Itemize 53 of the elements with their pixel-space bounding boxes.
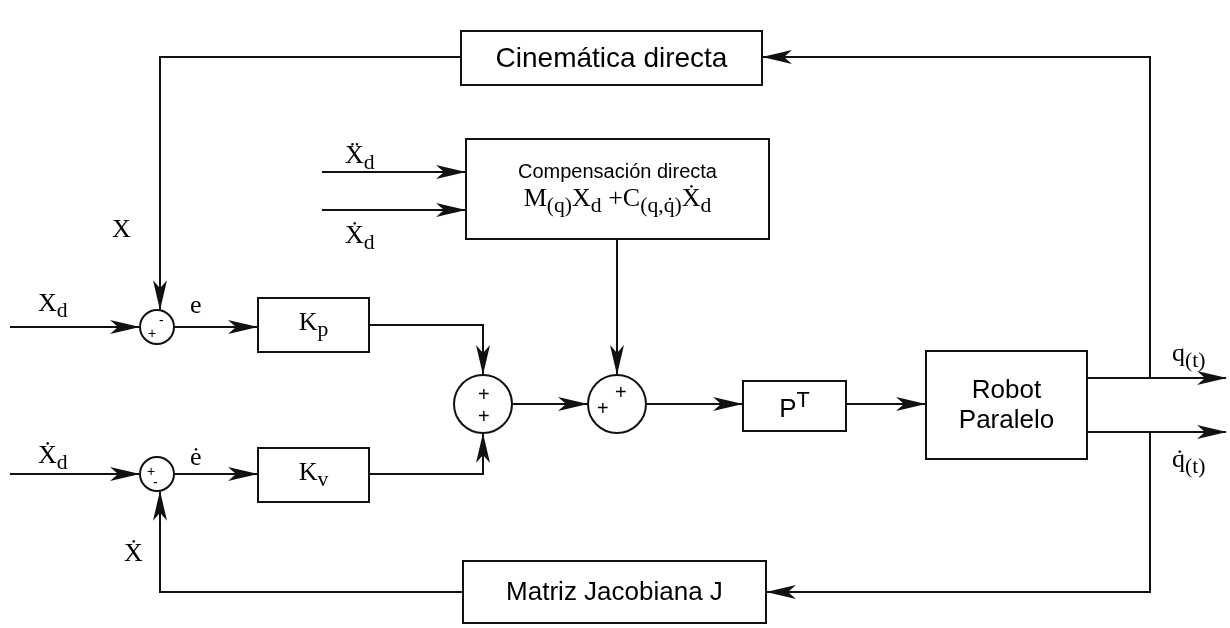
signal-label: ė — [190, 444, 202, 470]
block-box — [462, 560, 767, 624]
signal-label: Ẋ$_{d}$ — [38, 442, 68, 474]
signal-label: q$_{(t)}$ — [1172, 340, 1206, 372]
signal-arrow — [321, 165, 466, 179]
signal-arrow — [766, 431, 1151, 599]
signal-arrow — [846, 397, 926, 411]
summing-junction — [453, 374, 513, 434]
signal-arrow — [174, 467, 258, 481]
block-box — [257, 447, 370, 503]
block-label: Matriz Jacobiana J — [506, 577, 723, 607]
signal-arrow — [762, 50, 1151, 379]
block-box — [465, 138, 770, 240]
block-label: Compensación directa — [518, 159, 717, 183]
block-label: P$^{T}$ — [779, 388, 810, 424]
signal-label: e — [190, 292, 202, 318]
sign-symbol: + — [478, 384, 490, 404]
sign-symbol: + — [615, 382, 627, 402]
block-box — [742, 380, 847, 432]
block-label: Robot Paralelo — [957, 375, 1056, 435]
signal-arrow — [174, 320, 258, 334]
signal-arrow — [321, 203, 466, 217]
summing-junction — [587, 374, 647, 434]
sign-symbol: + — [478, 406, 490, 426]
block-label: M$_{(q)}$X$_{d}$ +C$_{(q,q̇)}$Ẋ$_{d}$ — [523, 182, 712, 219]
signal-label: Ẍ$_{d}$ — [345, 142, 375, 174]
sign-symbol: + — [147, 464, 156, 478]
signal-arrow — [512, 397, 588, 411]
signal-arrow — [369, 433, 490, 475]
sign-symbol: - — [159, 313, 164, 327]
signal-arrow — [646, 397, 743, 411]
sign-symbol: + — [597, 398, 609, 418]
signal-label: Ẋ — [124, 540, 143, 566]
block-label: K$_{p}$ — [298, 307, 329, 343]
signal-arrow — [610, 239, 624, 375]
signal-arrow — [369, 324, 490, 375]
block-box — [460, 30, 763, 86]
signal-label: Ẋ$_{d}$ — [345, 222, 375, 254]
block-label: Cinemática directa — [495, 41, 728, 75]
sign-symbol: + — [148, 326, 157, 340]
summing-junction — [139, 456, 175, 492]
block-box — [925, 350, 1088, 460]
sign-symbol: - — [153, 475, 158, 489]
summing-junction — [139, 309, 175, 345]
block-box — [257, 297, 370, 353]
signal-label: q̇$_{(t)}$ — [1172, 446, 1206, 478]
signal-arrow — [153, 490, 463, 593]
signal-arrow — [9, 467, 140, 481]
block-label: K$_{v}$ — [298, 457, 329, 493]
signal-arrow — [9, 320, 140, 334]
signal-arrow — [153, 56, 461, 311]
signal-label: X — [112, 216, 131, 242]
signal-label: X$_{d}$ — [38, 290, 68, 322]
